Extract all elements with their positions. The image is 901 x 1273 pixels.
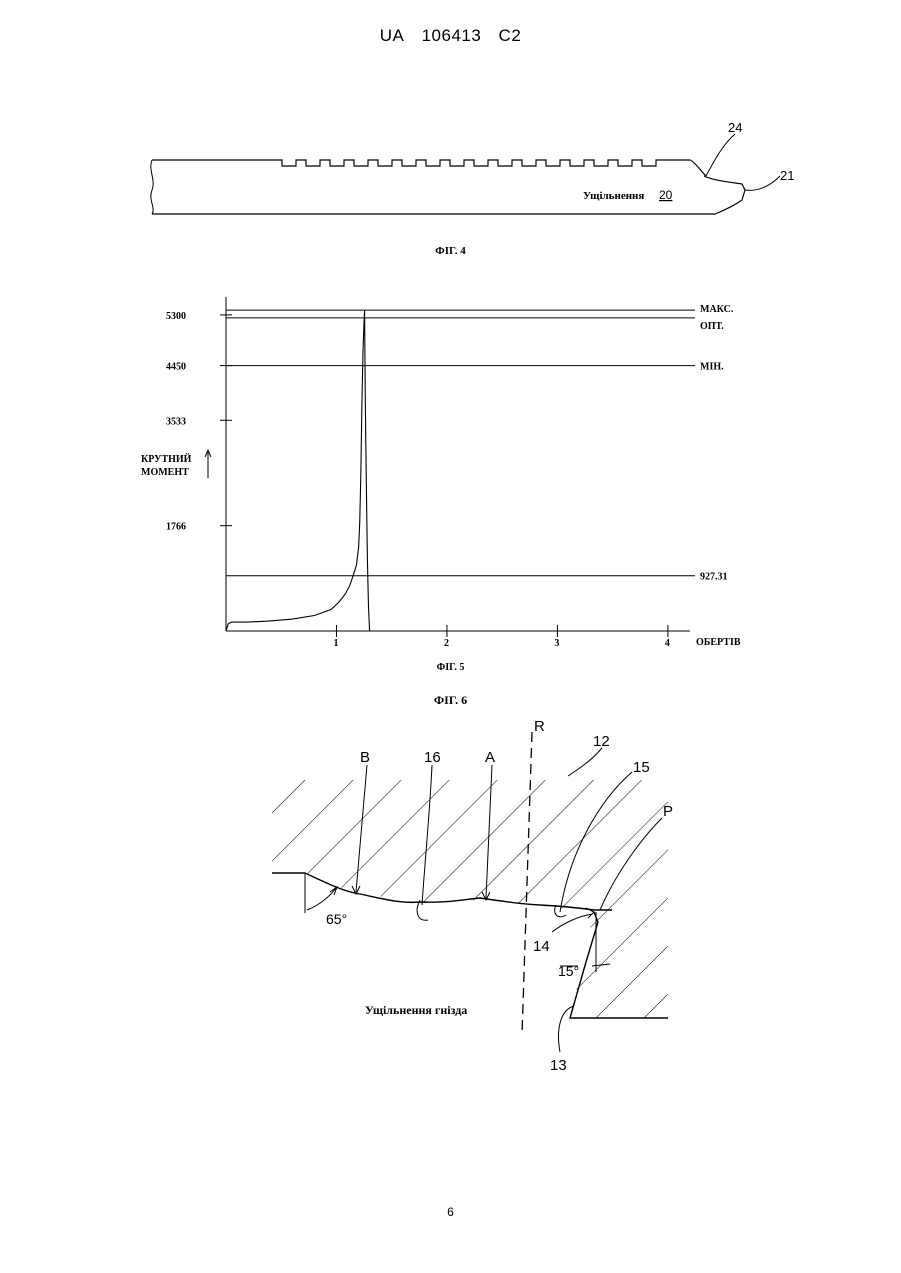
fig6-label-15: 15: [633, 759, 650, 776]
x-tick-label: 3: [554, 638, 559, 649]
fig6-label-A: A: [485, 749, 495, 766]
y-axis-label-line2: МОМЕНТ: [141, 467, 189, 478]
reference-line-label: ОПТ.: [700, 321, 724, 332]
fig6-label-13: 13: [550, 1057, 567, 1074]
fig6-label-P: P: [663, 803, 673, 820]
y-tick-label: 4450: [166, 362, 186, 373]
page-number: 6: [0, 1205, 901, 1219]
fig6-label-65deg: 65°: [326, 911, 347, 927]
x-tick-label: 1: [333, 638, 338, 649]
y-axis-label-line1: КРУТНИЙ: [141, 453, 192, 465]
y-axis-arrow-icon: [205, 450, 211, 478]
torque-curve: [226, 310, 370, 631]
y-tick-label: 5300: [166, 311, 186, 322]
fig6-label-12: 12: [593, 733, 610, 750]
fig6-label-B: B: [360, 749, 370, 766]
x-tick-label: 2: [444, 638, 449, 649]
fig6-label-15deg: 15°: [558, 963, 579, 979]
fig5-caption: ФІГ. 5: [0, 662, 901, 673]
fig6-seal-text: Ущільнення гнізда: [365, 1003, 467, 1017]
y-tick-label: 3533: [166, 416, 186, 427]
reference-line-label: МІН.: [700, 362, 724, 373]
fig6-label-16: 16: [424, 749, 441, 766]
reference-line-label: 927.31: [700, 572, 728, 583]
y-tick-label: 1766: [166, 522, 186, 533]
x-axis-label: ОБЕРТІВ: [696, 637, 741, 648]
fig6-label-14: 14: [533, 938, 550, 955]
reference-line-label: МАКС.: [700, 304, 734, 315]
fig6-seat-seal-drawing: R B 16 A 12 15 P 14 15° 65° 13 Ущільненн…: [0, 700, 901, 1090]
x-tick-label: 4: [665, 638, 670, 649]
fig6-label-R: R: [534, 718, 545, 735]
fig5-torque-chart: 1 2 3 4 1766 3533 4450 5300 МАКС. ОПТ. МІН. 927.31…: [0, 0, 901, 680]
